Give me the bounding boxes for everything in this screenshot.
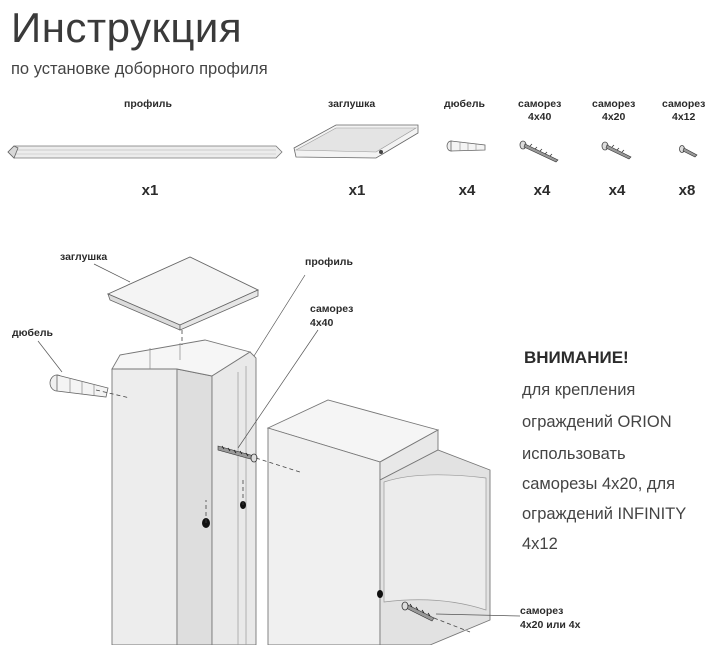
- part-qty-screw-4x20: x4: [608, 182, 626, 199]
- part-qty-screw-4x40: x4: [533, 182, 551, 199]
- profile-part-icon: [7, 145, 283, 159]
- assembly-dashed-lines: [95, 330, 471, 633]
- callout-cap: заглушка: [60, 251, 108, 263]
- warning-line: саморезы 4x20, для: [522, 475, 676, 493]
- part-label-screw-4x20: саморез 4x20: [592, 98, 636, 123]
- part-label-dowel: дюбель: [444, 98, 485, 110]
- page-subtitle: по установке доборного профиля: [11, 60, 268, 78]
- wall-block-drawing: [266, 399, 491, 645]
- callout-screw-top: саморез 4x40: [310, 303, 354, 329]
- screw-4x40-drawing: [217, 445, 258, 463]
- warning-line: 4x12: [522, 535, 558, 553]
- warning-line: для крепления: [522, 381, 636, 399]
- leader-lines: [37, 263, 521, 617]
- cap-drawing: [106, 256, 260, 331]
- screw-4x20-part-icon: [601, 141, 632, 160]
- callout-screw-bottom: саморез 4x20 или 4x: [520, 605, 581, 631]
- screw-4x40-part-icon: [519, 140, 559, 163]
- callout-dowel: дюбель: [12, 327, 53, 339]
- dowel-drawing: [49, 374, 109, 398]
- screw-bottom-drawing: [401, 601, 435, 622]
- screw-4x12-part-icon: [679, 145, 698, 158]
- callout-profile: профиль: [305, 256, 353, 268]
- post-drawing: [111, 339, 257, 645]
- part-qty-profile: x1: [141, 182, 159, 199]
- page-title: Инструкция: [11, 4, 243, 51]
- warning-line: ограждений ORION: [522, 413, 672, 431]
- warning-title: ВНИМАНИЕ!: [524, 348, 629, 367]
- part-qty-screw-4x12: x8: [678, 182, 696, 199]
- part-label-profile: профиль: [124, 98, 172, 110]
- warning-line: использовать: [522, 445, 626, 463]
- dowel-part-icon: [446, 140, 486, 152]
- part-qty-dowel: x4: [458, 182, 476, 199]
- part-label-screw-4x12: саморез 4x12: [662, 98, 706, 123]
- part-qty-cap: x1: [348, 182, 366, 199]
- warning-line: ограждений INFINITY: [522, 505, 687, 523]
- cap-part-icon: [293, 124, 419, 159]
- part-label-screw-4x40: саморез 4x40: [518, 98, 562, 123]
- part-label-cap: заглушка: [328, 98, 376, 110]
